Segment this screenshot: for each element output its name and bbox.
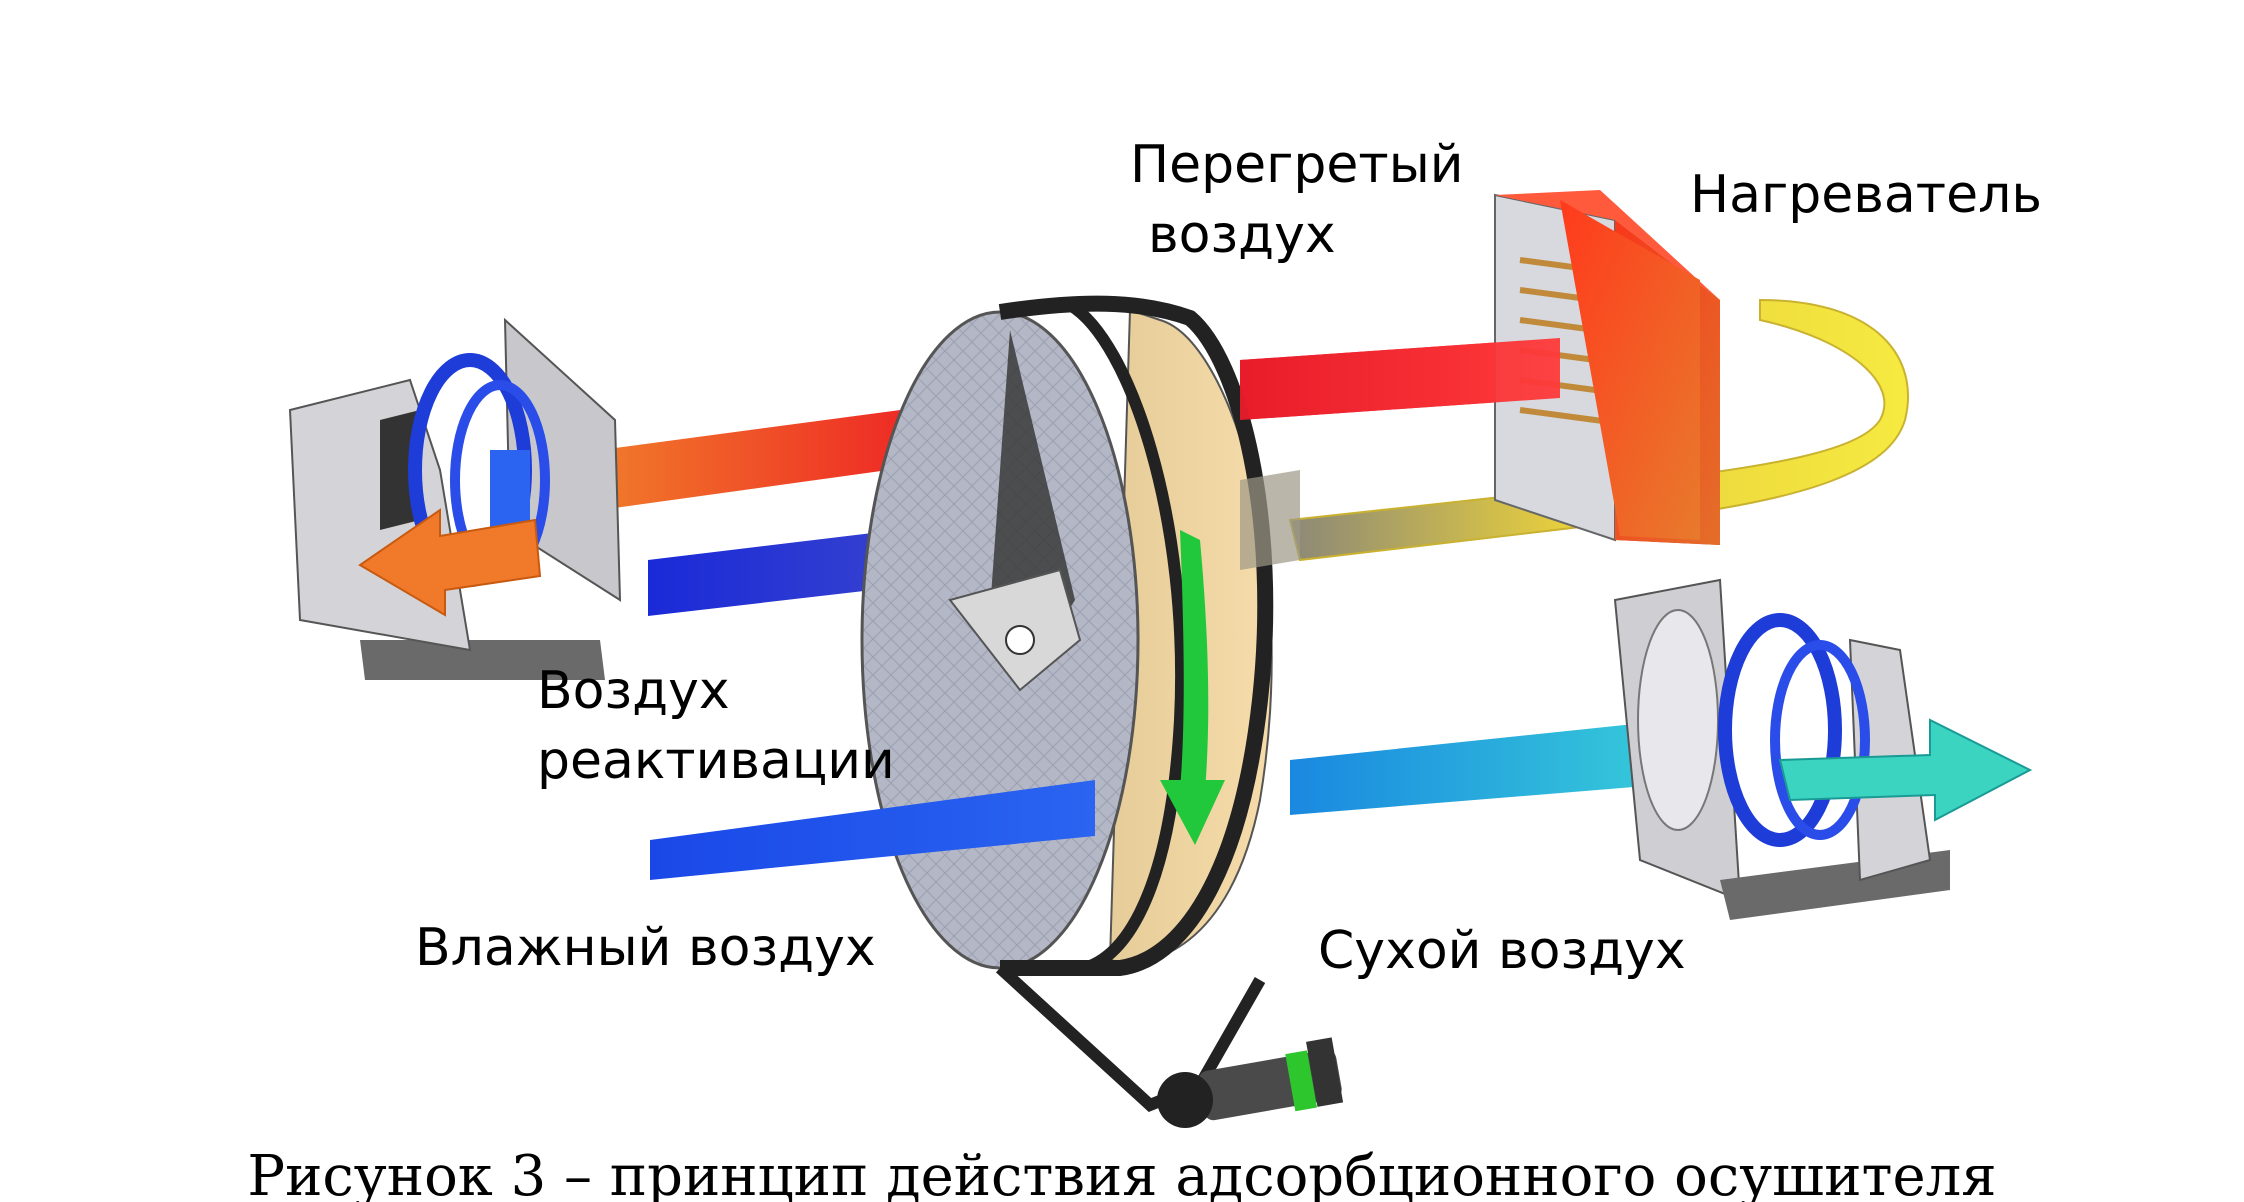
dry-air-stream xyxy=(1290,715,1720,815)
heater-label: Нагреватель xyxy=(1690,165,2042,225)
svg-text:реактивации: реактивации xyxy=(537,731,895,791)
svg-text:Перегретый: Перегретый xyxy=(1130,135,1464,195)
rotor-wheel-icon xyxy=(860,295,1274,1112)
yellow-return-loop xyxy=(1288,298,1909,562)
rotation-arrow-icon xyxy=(1160,530,1225,845)
reactivation-air-stream xyxy=(600,402,960,510)
dry-air-label: Сухой воздух xyxy=(1318,921,1686,981)
drive-motor-icon xyxy=(1157,1037,1344,1128)
figure-caption: Рисунок 3 – принцип действия адсорбционн… xyxy=(247,1144,1996,1202)
svg-text:воздух: воздух xyxy=(1148,205,1336,265)
process-fan-icon xyxy=(1613,578,2033,920)
humid-air-label: Влажный воздух xyxy=(415,918,876,978)
reactivation-fan-icon xyxy=(288,317,622,680)
humid-air-stream xyxy=(650,780,1095,880)
superheated-front xyxy=(1240,338,1560,570)
svg-text:Воздух: Воздух xyxy=(537,661,730,721)
reactivation-air-label: Воздух реактивации xyxy=(537,661,895,791)
superheated-air-label: Перегретый воздух xyxy=(1130,135,1464,265)
